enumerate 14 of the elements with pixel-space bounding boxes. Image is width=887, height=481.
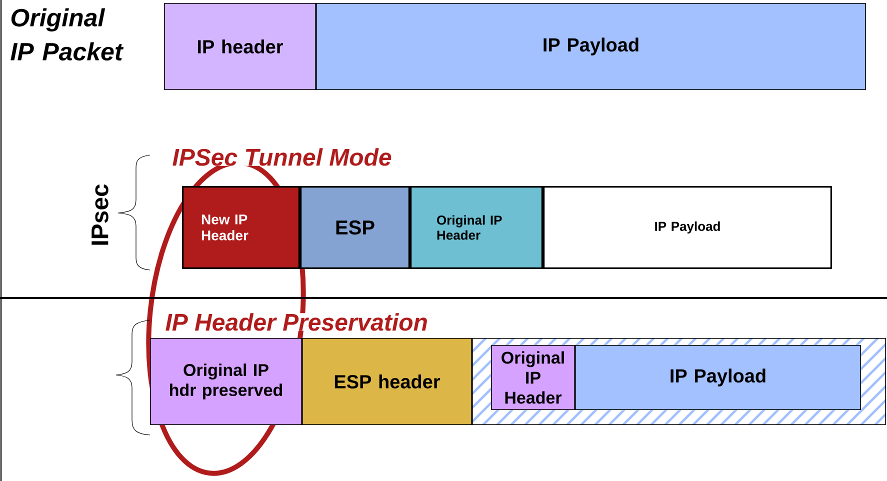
field-box: ESP header [302,338,472,425]
field-box: New IP Header [182,186,300,269]
field-box: Original IP Header [410,186,543,269]
row-label: Original IP Packet [10,8,124,61]
field-box: ESP [300,186,410,269]
field-box: Original IP hdr preserved [150,338,302,425]
field-box: IP header [164,3,316,90]
field-box: IP Payload [575,345,861,410]
field-box: Original IP Header [491,345,575,410]
row-label: IPsec [92,184,108,245]
field-box: IP Payload [543,186,832,269]
section-title: IP Header Preservation [165,313,428,331]
field-box: IP Payload [316,3,866,90]
section-title: IPSec Tunnel Mode [172,148,392,166]
